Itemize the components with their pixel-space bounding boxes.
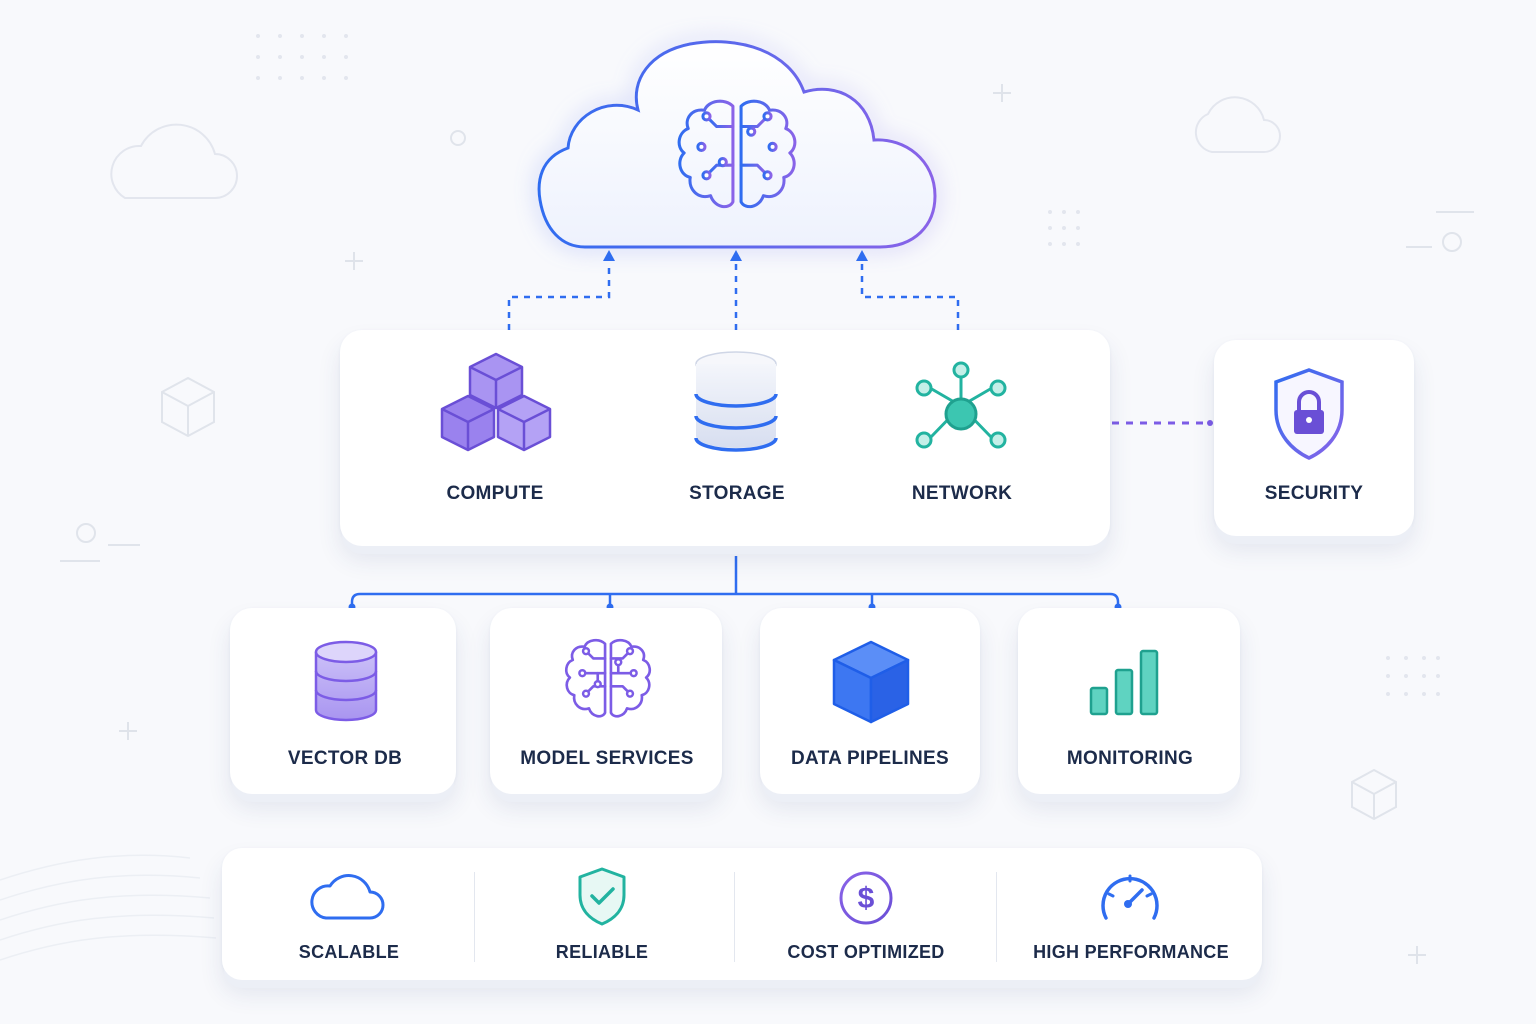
database-stack-icon xyxy=(694,351,778,452)
data-pipelines-label: DATA PIPELINES xyxy=(791,748,949,769)
vector-db-label: VECTOR DB xyxy=(287,748,403,769)
brain-circuit-icon xyxy=(677,99,797,209)
cost-optimized-label: COST OPTIMIZED xyxy=(787,942,945,962)
decor-waves xyxy=(0,854,217,961)
dollar-icon: $ xyxy=(839,871,893,925)
decor-cloud-left xyxy=(110,123,238,199)
monitoring-label: MONITORING xyxy=(1066,748,1194,769)
brain-circuit-icon xyxy=(564,638,652,718)
network-hub-icon xyxy=(915,361,1007,449)
compute-label: COMPUTE xyxy=(446,483,544,504)
svg-text:$: $ xyxy=(858,882,875,915)
security-label: SECURITY xyxy=(1264,483,1364,504)
decor-cloud-right xyxy=(1194,96,1281,153)
divider xyxy=(996,872,997,962)
main-cloud xyxy=(537,40,937,249)
database-icon xyxy=(314,640,378,722)
cloud-icon xyxy=(310,874,385,920)
services-tree-connector xyxy=(350,556,1120,606)
connector-arrowheads xyxy=(603,250,868,261)
decor-dots-2 xyxy=(1048,210,1080,246)
divider xyxy=(474,872,475,962)
infra-to-cloud-connectors xyxy=(507,262,960,330)
scalable-label: SCALABLE xyxy=(298,942,400,962)
high-performance-label: HIGH PERFORMANCE xyxy=(1033,942,1229,962)
speedometer-icon xyxy=(1101,874,1159,920)
shield-lock-icon xyxy=(1274,368,1344,460)
cubes-icon xyxy=(440,352,552,452)
decor-cubes xyxy=(161,376,1397,821)
benefits-card xyxy=(222,848,1262,980)
shield-check-icon xyxy=(578,867,626,926)
divider xyxy=(734,872,735,962)
reliable-label: RELIABLE xyxy=(555,942,649,962)
decor-dots-1 xyxy=(256,34,348,80)
network-label: NETWORK xyxy=(911,483,1013,504)
cube-icon xyxy=(832,640,910,724)
model-services-label: MODEL SERVICES xyxy=(520,748,694,769)
decor-dots-3 xyxy=(1386,656,1440,696)
decor-plus-marks xyxy=(119,84,1426,964)
storage-label: STORAGE xyxy=(689,483,785,504)
bar-chart-icon xyxy=(1089,649,1159,716)
decor-circles xyxy=(60,130,1474,562)
